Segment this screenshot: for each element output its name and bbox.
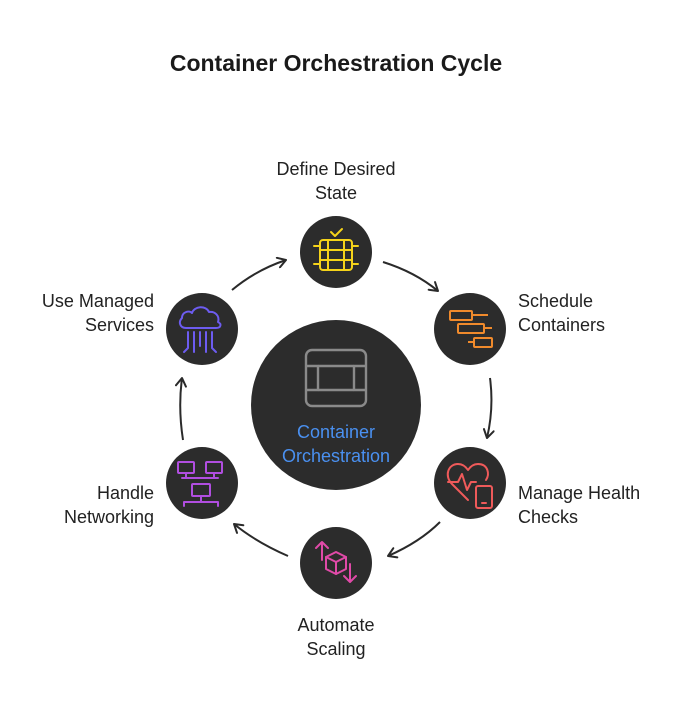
arrow-scaling-to-networking xyxy=(233,523,289,557)
gantt-schedule-icon xyxy=(449,310,493,348)
node-define-desired-state xyxy=(300,216,372,288)
arrow-networking-to-managed xyxy=(174,377,187,441)
node-schedule-containers xyxy=(434,293,506,365)
diagram-title: Container Orchestration Cycle xyxy=(169,50,503,76)
node-handle-networking xyxy=(166,447,238,519)
node-manage-health-checks xyxy=(434,447,506,519)
heart-monitor-icon xyxy=(446,463,493,509)
arrow-managed-to-define xyxy=(231,256,287,291)
node-automate-scaling xyxy=(300,527,372,599)
center-label: Container Orchestration xyxy=(281,422,391,466)
center-hub xyxy=(251,320,421,490)
container-box-icon xyxy=(304,348,368,408)
scaling-cube-icon xyxy=(315,541,357,583)
arrow-define-to-schedule xyxy=(382,261,439,292)
server-check-icon xyxy=(313,228,359,271)
arrow-health-to-scaling xyxy=(387,521,441,559)
arrow-schedule-to-health xyxy=(482,377,495,439)
cloud-services-icon xyxy=(178,306,222,353)
node-use-managed-services xyxy=(166,293,238,365)
network-computers-icon xyxy=(177,461,223,507)
